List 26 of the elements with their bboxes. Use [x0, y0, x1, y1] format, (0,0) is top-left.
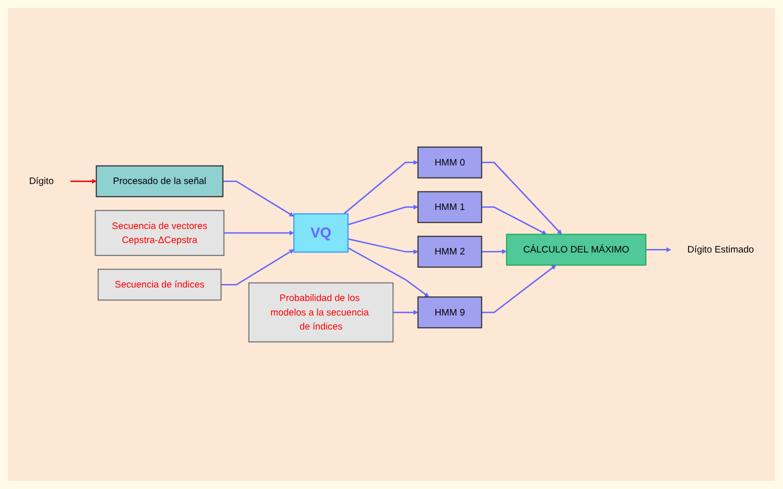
node-box: HMM 9 [417, 296, 482, 328]
node-text: Dígito Estimado [687, 244, 754, 255]
node-text: Dígito [29, 176, 54, 186]
arrow [70, 178, 97, 184]
node-box: Procesado de la señal [96, 165, 224, 198]
arrow [482, 206, 547, 235]
node-box: HMM 1 [417, 191, 482, 224]
node-box: HMM 2 [417, 236, 482, 268]
node-box: CÁLCULO DEL MÁXIMO [506, 234, 646, 266]
arrow [348, 247, 430, 298]
arrow [482, 162, 562, 235]
node-box: HMM 0 [417, 146, 482, 178]
arrow [221, 249, 294, 286]
arrow [393, 310, 418, 315]
arrow [348, 238, 418, 254]
node-box: Secuencia de índices [98, 268, 222, 301]
arrow [646, 247, 671, 252]
arrow [482, 249, 507, 254]
arrow [222, 180, 294, 217]
node-box: Secuencia de vectores Cepstra-ΔCepstra [94, 210, 224, 256]
arrow [482, 264, 556, 314]
node-box: Probabilidad de los modelos a la secuencia de índices [248, 282, 394, 342]
node-box: VQ [293, 213, 349, 253]
arrow [224, 230, 294, 236]
arrow [343, 160, 418, 214]
arrow [348, 204, 418, 226]
